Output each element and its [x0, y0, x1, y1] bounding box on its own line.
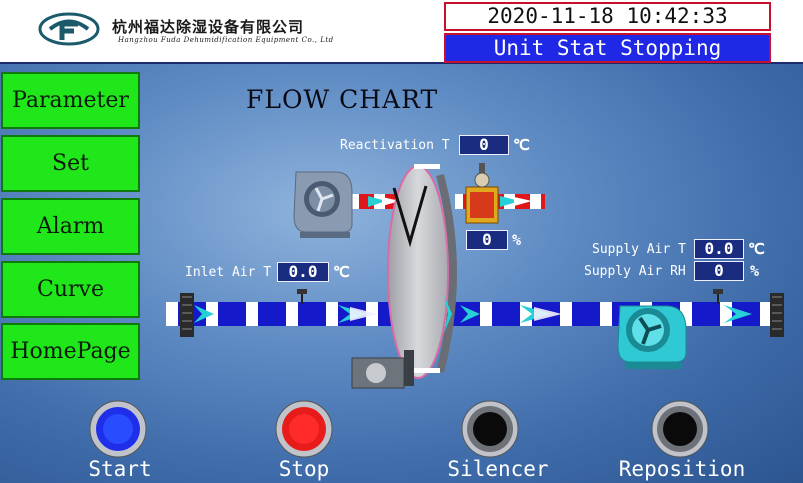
silencer-button[interactable] [461, 400, 519, 458]
page-title: FLOW CHART [246, 85, 439, 114]
supply-air-temp-value: 0.0 [694, 239, 744, 259]
supply-sensor-icon [713, 289, 723, 304]
stop-button[interactable] [275, 400, 333, 458]
rotor-motor-icon [351, 350, 414, 389]
supply-air-rh-unit: % [750, 262, 760, 280]
silencer-label: Silencer [447, 457, 549, 481]
header-bar: 杭州福达除湿设备有限公司 Hangzhou Fuda Dehumidificat… [0, 0, 803, 64]
supply-air-rh-label: Supply Air RH [584, 264, 686, 279]
start-label: Start [88, 457, 152, 481]
inlet-filter [180, 293, 194, 337]
nav-curve-button[interactable]: Curve [1, 261, 140, 318]
inlet-sensor-icon [297, 289, 307, 304]
unit-status-display: Unit Stat Stopping [444, 33, 771, 63]
inlet-air-temp-value: 0.0 [277, 262, 329, 282]
reactivation-fan-icon [293, 171, 353, 238]
reposition-button[interactable] [651, 400, 709, 458]
company-name-cn: 杭州福达除湿设备有限公司 [112, 18, 305, 36]
inlet-air-temp-unit: ℃ [333, 263, 350, 281]
outlet-filter [770, 293, 784, 337]
heater-icon [465, 163, 499, 224]
nav-set-button[interactable]: Set [1, 135, 140, 192]
company-logo-icon [38, 12, 100, 46]
datetime-display: 2020-11-18 10:42:33 [444, 2, 771, 31]
company-name-en: Hangzhou Fuda Dehumidification Equipment… [118, 36, 334, 44]
supply-fan-icon [617, 305, 687, 369]
desiccant-rotor-icon [387, 164, 457, 379]
process-air-duct [166, 302, 775, 326]
reactivation-rh-value: 0 [466, 230, 508, 250]
reactivation-temp-label: Reactivation T [340, 138, 450, 153]
start-button[interactable] [89, 400, 147, 458]
nav-alarm-button[interactable]: Alarm [1, 198, 140, 255]
supply-air-temp-unit: ℃ [748, 240, 765, 258]
stop-label: Stop [278, 457, 330, 481]
nav-homepage-button[interactable]: HomePage [1, 323, 140, 380]
reactivation-temp-value: 0 [459, 135, 509, 155]
supply-air-temp-label: Supply Air T [592, 242, 686, 257]
supply-air-rh-value: 0 [694, 261, 744, 281]
nav-parameter-button[interactable]: Parameter [1, 72, 140, 129]
reactivation-rh-unit: % [512, 231, 522, 249]
inlet-air-temp-label: Inlet Air T [185, 265, 272, 280]
reactivation-temp-unit: ℃ [513, 136, 530, 154]
reposition-label: Reposition [618, 457, 746, 481]
